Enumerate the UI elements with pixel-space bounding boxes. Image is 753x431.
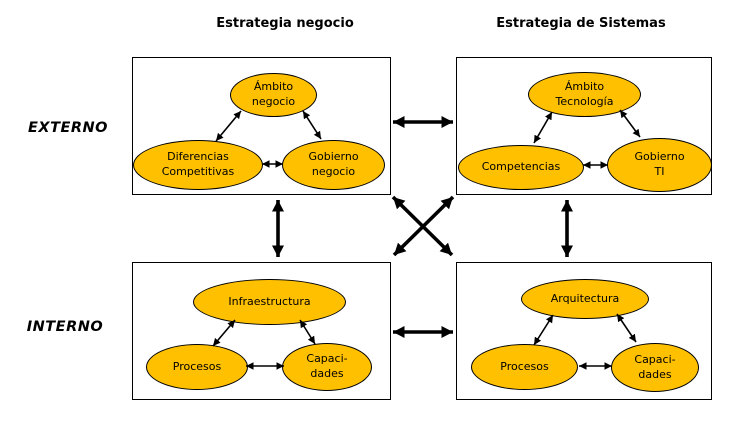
box-business-infrastructure (132, 262, 391, 400)
node-arquitectura: Arquitectura (521, 279, 649, 319)
node-infraestructura: Infraestructura (193, 279, 346, 325)
node-procesos-ti: Procesos (471, 344, 578, 390)
node-label: Capaci- dades (306, 352, 348, 380)
double-arrow-diagonal-systems-to-business-icon (392, 195, 455, 257)
row-label-externo: EXTERNO (27, 120, 108, 136)
row-label-interno: INTERNO (26, 319, 104, 335)
node-label: Competencias (481, 160, 561, 174)
node-competencias: Competencias (458, 145, 584, 190)
node-procesos-negocio: Procesos (146, 344, 248, 390)
node-label: Arquitectura (550, 291, 620, 305)
node-label: Procesos (172, 359, 222, 373)
node-label: Ámbito Tecnología (555, 79, 614, 108)
node-label: Procesos (500, 359, 549, 373)
node-diferencias-competitivas: Diferencias Competitivas (133, 140, 263, 190)
box-systems-infrastructure (456, 262, 712, 400)
node-gobierno-ti: Gobierno TI (607, 138, 712, 192)
node-ambito-tecnologia: Ámbito Tecnología (528, 72, 641, 117)
box-business-strategy (132, 57, 391, 195)
title-systems-strategy: Estrategia de Sistemas (496, 16, 666, 31)
node-label: Diferencias Competitivas (161, 150, 235, 178)
node-label: Gobierno negocio (308, 150, 359, 178)
node-capacidades-ti: Capaci- dades (611, 343, 699, 392)
node-label: Gobierno TI (634, 150, 685, 178)
node-label: Capaci- dades (634, 352, 676, 381)
node-label: Infraestructura (228, 294, 311, 308)
box-systems-strategy (456, 57, 712, 195)
node-gobierno-negocio: Gobierno negocio (282, 140, 385, 190)
double-arrow-diagonal-business-to-systems-icon (391, 195, 454, 257)
node-capacidades-negocio: Capaci- dades (282, 343, 372, 391)
title-business-strategy: Estrategia negocio (216, 16, 354, 31)
node-label: Ámbito negocio (251, 80, 296, 108)
node-ambito-negocio: Ámbito negocio (230, 73, 317, 117)
